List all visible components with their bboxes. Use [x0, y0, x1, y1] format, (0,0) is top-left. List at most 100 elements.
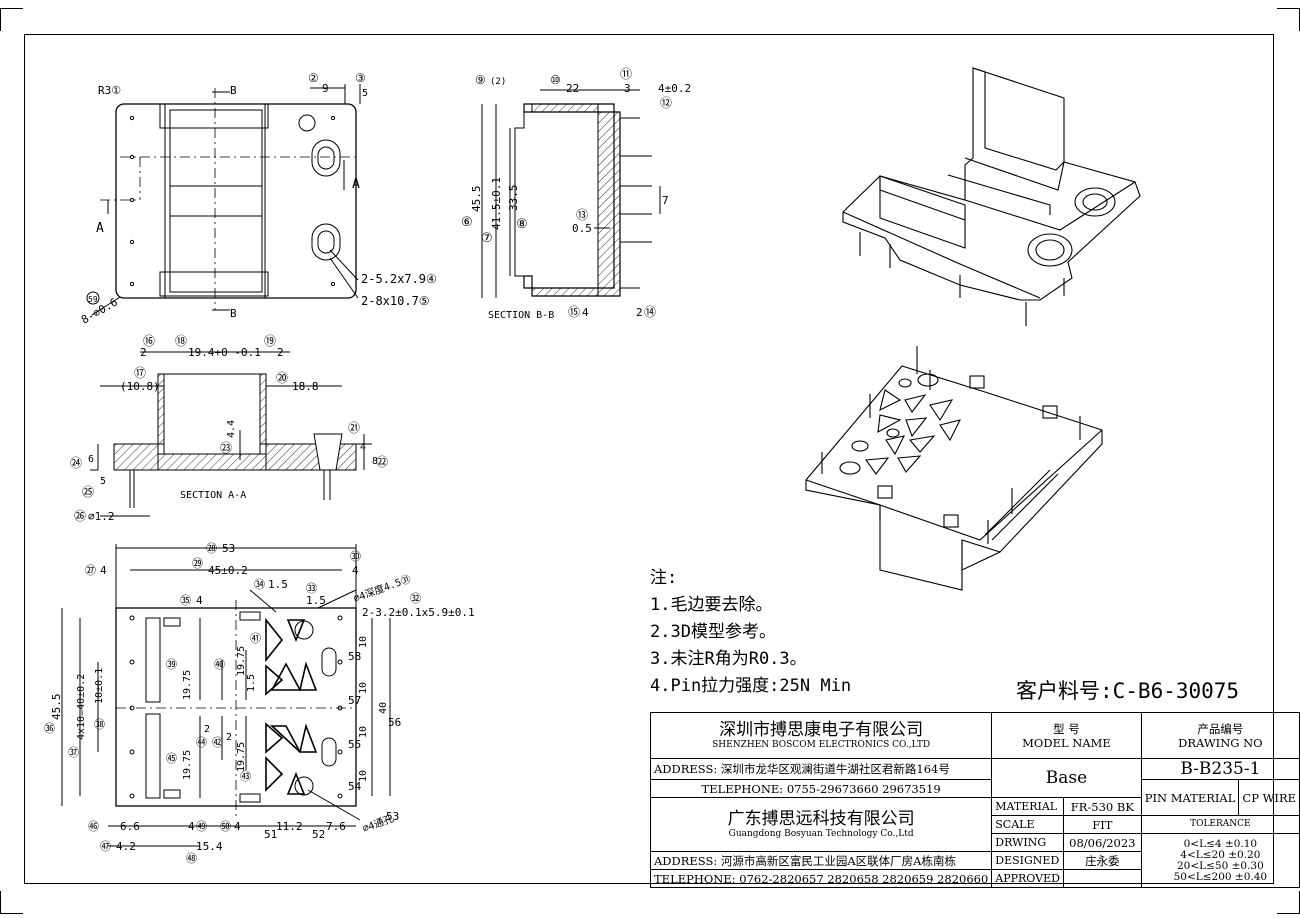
- bv-callout-28: ㉘: [206, 542, 217, 555]
- material-value: FR-530 BK: [1062, 797, 1142, 816]
- bb-dim-41-5: 41.5±0.1: [490, 177, 503, 230]
- hole-note-1: 2-5.2x7.9④: [361, 272, 437, 286]
- bv-dim-53: 53: [222, 542, 235, 555]
- aa-callout-16: ⑯: [143, 334, 155, 348]
- callout-3: ③: [355, 71, 366, 85]
- bv-callout-42: ㊷: [212, 736, 223, 749]
- aa-dim-8: 8: [372, 456, 378, 467]
- bv-dim-2b: 2: [226, 732, 232, 743]
- notes-block: 注: 1.毛边要去除。 2.3D模型参考。 3.未注R角为R0.3。 4.Pin…: [650, 565, 851, 700]
- bv-dim-40: 40: [378, 702, 389, 714]
- bv-callout-33: ㉝: [306, 582, 317, 595]
- aa-callout-24: ㉔: [70, 456, 82, 470]
- bb-dim-3: 3: [624, 82, 631, 95]
- drwing-label: DRWING: [991, 833, 1064, 852]
- bv-callout-56: 56: [388, 716, 401, 729]
- tolerance-row-4: 50<L≤200 ±0.40: [1173, 870, 1268, 883]
- bv-dim-45: 45±0.2: [208, 564, 248, 577]
- aa-dim-pin: ⌀1.2: [88, 510, 115, 523]
- bv-dim-4-2: 4.2: [116, 840, 136, 853]
- pin-material-value: CP WIRE: [1238, 779, 1300, 816]
- bv-callout-50: ㊿: [220, 820, 231, 833]
- bv-callout-47: ㊼: [100, 840, 111, 853]
- bv-dim-19-75d: 19.75: [236, 742, 247, 772]
- customer-part-number: 客户料号:C-B6-30075: [1016, 679, 1240, 703]
- a-marker-right: A: [352, 177, 360, 192]
- bv-callout-43: ㊸: [240, 770, 251, 783]
- callout-2: ②: [308, 71, 319, 85]
- scale-value: FIT: [1062, 815, 1142, 834]
- bb-dim-7: 7: [662, 194, 669, 207]
- drawing-label-en: DRAWING NO: [1178, 735, 1263, 750]
- bv-callout-39: ㊴: [166, 658, 177, 671]
- bv-dim-6-6: 6.6: [120, 820, 140, 833]
- designed-value: 庄永委: [1062, 851, 1142, 870]
- bb-callout-10: ⑩: [550, 73, 561, 87]
- bv-hole-note-1: ⌀4深度4.5㉛: [352, 572, 413, 605]
- hole-note-2: 2-8x10.7⑤: [361, 294, 430, 308]
- section-bb-label: SECTION B-B: [488, 310, 554, 321]
- drawing-label-cell: 产品编号 DRAWING NO: [1140, 712, 1300, 759]
- bb-callout-14: ⑭: [644, 305, 656, 319]
- telephone2: TELEPHONE: 0762-2820657 2820658 2820659 …: [649, 869, 993, 888]
- bv-callout-53: 53: [386, 810, 399, 823]
- bb-callout-7: ⑦: [481, 231, 493, 246]
- bv-callout-40: ㊵: [214, 658, 225, 671]
- bv-callout-37: ㊲: [68, 746, 79, 759]
- crop-mark-bl: [0, 891, 23, 914]
- aa-dim-2a: 2: [140, 346, 147, 359]
- telephone1: TELEPHONE: 0755-29673660 29673519: [649, 779, 993, 798]
- bv-callout-54: 54: [348, 780, 362, 793]
- drawing-frame: [24, 34, 1274, 884]
- model-label-en: MODEL NAME: [1022, 735, 1111, 750]
- bv-dim-19-75b: 19.75: [182, 750, 193, 780]
- designed-label: DESIGNED: [991, 851, 1064, 870]
- note-2: 2.3D模型参考。: [650, 622, 776, 642]
- bv-callout-57: 57: [348, 694, 361, 707]
- bv-dim-4d: 4: [188, 820, 195, 833]
- bv-callout-41: ㊶: [250, 632, 261, 645]
- top-view: B B A A R3① ② ③ 9 5 2-5.2x7.9④ 2-8x10.7⑤…: [79, 71, 437, 327]
- tolerance-table: 0<L≤4 ±0.10 4<L≤20 ±0.20 20<L≤50 ±0.30 5…: [1140, 833, 1300, 888]
- aa-callout-19: ⑲: [264, 334, 276, 348]
- tolerance-label: TOLERANCE: [1140, 815, 1300, 834]
- bv-callout-30: ㉚: [350, 550, 361, 563]
- aa-dim-4-4: 4.4: [226, 420, 237, 438]
- dim-9: 9: [322, 82, 329, 95]
- aa-dim-2b: 2: [277, 346, 284, 359]
- bb-callout-15: ⑮: [568, 305, 580, 319]
- drawing-value: B-B235-1: [1140, 758, 1300, 780]
- iso-view-bottom: [805, 346, 1103, 591]
- company2-name-cn: 广东搏思远科技有限公司: [727, 809, 915, 829]
- bv-dim-10b: 10: [358, 682, 369, 694]
- bv-dim-10c: 10: [358, 726, 369, 738]
- aa-dim-10-8: (10.8): [120, 380, 160, 393]
- bottom-view: ㉘ 53 ㉗ 4 ㉙ 45±0.2 ㉚ 4 ㉞ 1.5 ㉝ 1.5 ㉟ 4 ⌀4…: [44, 542, 475, 865]
- bv-callout-35: ㉟: [180, 594, 191, 607]
- iso-view-top: [842, 67, 1141, 326]
- dim-5: 5: [362, 88, 368, 99]
- bv-dim-45-5: 45.5: [50, 694, 63, 721]
- aa-callout-25: ㉕: [82, 485, 94, 499]
- bb-callout-6: ⑥: [461, 215, 473, 230]
- section-aa: ⑯ 2 ⑱ 19.4+0 -0.1 ⑲ 2 ⑰ (10.8) ⑳ 18.8 4.…: [70, 334, 388, 523]
- bv-dim-7-6: 7.6: [326, 820, 346, 833]
- bv-dim-4c: 4: [196, 594, 203, 607]
- drwing-value: 08/06/2023: [1062, 833, 1142, 852]
- bv-callout-27: ㉗: [85, 564, 96, 577]
- bb-callout-13: ⑬: [576, 208, 588, 222]
- address2: ADDRESS: 河源市高新区富民工业园A区联体厂房A栋南栋: [649, 851, 993, 870]
- bv-callout-34: ㉞: [254, 578, 265, 591]
- bv-callout-49: ㊾: [196, 820, 207, 833]
- aa-dim-5: 5: [100, 476, 106, 487]
- aa-callout-23: ㉓: [220, 441, 232, 455]
- drawing-label-cn: 产品编号: [1197, 721, 1244, 736]
- aa-callout-18: ⑱: [175, 334, 187, 348]
- bv-dim-1-5b: 1.5: [306, 594, 326, 607]
- company1-cell: 深圳市搏思康电子有限公司 SHENZHEN BOSCOM ELECTRONICS…: [649, 712, 993, 759]
- bv-callout-55: 55: [348, 738, 361, 751]
- tolerance-row-3: 20<L≤50 ±0.30: [1176, 859, 1264, 872]
- bb-callout-8: ⑧: [516, 217, 528, 232]
- bv-callout-58: 58: [348, 650, 361, 663]
